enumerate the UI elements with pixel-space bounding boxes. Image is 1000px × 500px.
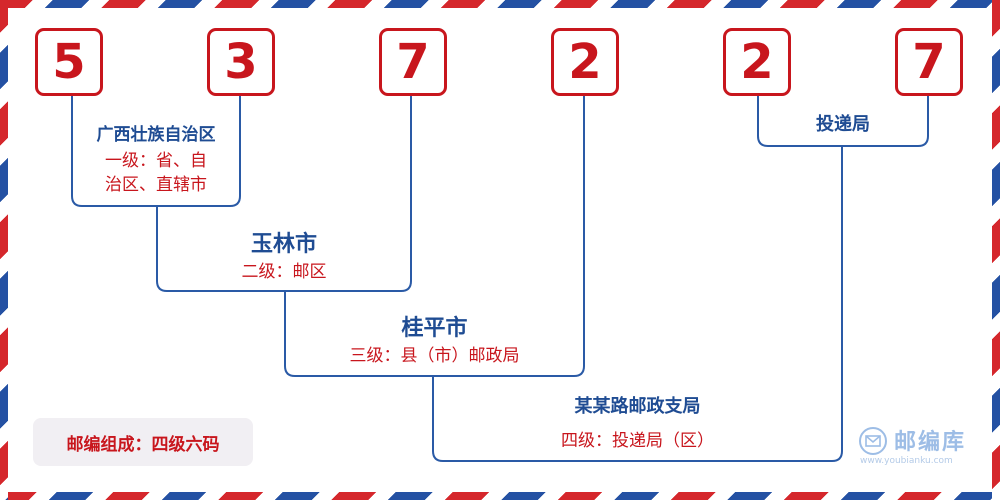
- level-1-desc-line2: 治区、直辖市: [105, 175, 207, 195]
- postal-digit-1: 5: [35, 28, 103, 96]
- airmail-border-right: [992, 0, 1000, 500]
- airmail-border-top: [0, 0, 1000, 8]
- postal-digit-2: 3: [207, 28, 275, 96]
- level-3-desc: 三级：县（市）邮政局: [349, 346, 520, 366]
- level-4-desc: 四级：投递局（区）: [561, 431, 714, 451]
- brand-name: 邮编库: [894, 430, 967, 455]
- bracket-level-4: [432, 146, 843, 462]
- level-2-name: 玉林市: [250, 232, 317, 257]
- postal-digit-4: 2: [551, 28, 619, 96]
- envelope-icon: [859, 427, 887, 455]
- postal-digit-5: 2: [723, 28, 791, 96]
- postal-digit-3: 7: [379, 28, 447, 96]
- bracket-level-5: [757, 96, 929, 147]
- brand-url: www.youbianku.com: [860, 456, 953, 466]
- level-5-name: 投递局: [816, 114, 870, 135]
- airmail-border-left: [0, 0, 8, 500]
- level-3-name: 桂平市: [401, 316, 468, 341]
- brand-watermark: 邮编库 www.youbianku.com: [858, 424, 980, 470]
- level-2-desc: 二级：邮区: [241, 262, 327, 282]
- legend-text: 邮编组成：四级六码: [66, 434, 220, 455]
- legend-box: 邮编组成：四级六码: [33, 418, 253, 466]
- level-4-name: 某某路邮政支局: [574, 396, 701, 417]
- postal-digit-6: 7: [895, 28, 963, 96]
- level-1-name: 广西壮族自治区: [96, 125, 216, 145]
- bracket-level-3: [284, 96, 585, 377]
- level-1-desc-line1: 一级：省、自: [105, 151, 207, 171]
- airmail-border-bottom: [0, 492, 1000, 500]
